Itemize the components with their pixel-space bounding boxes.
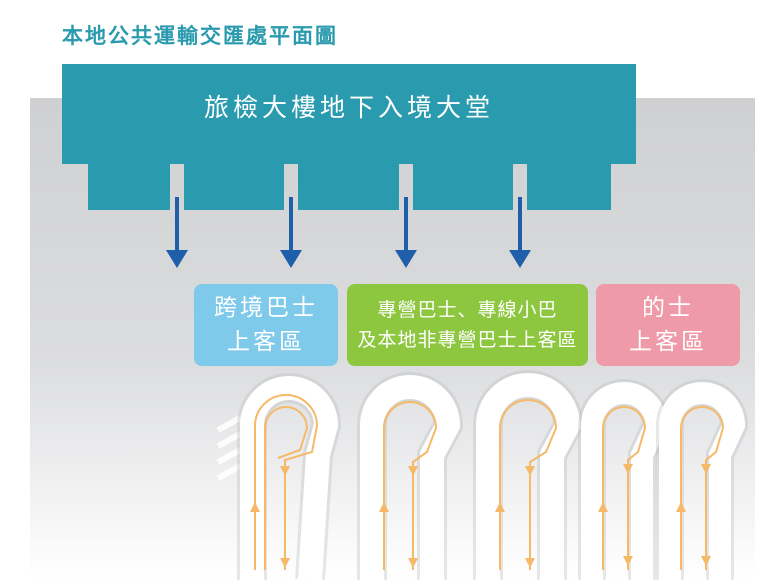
zone-label-line: 跨境巴士 (214, 295, 318, 321)
loop-road (237, 373, 342, 580)
loop-road (357, 372, 464, 580)
zone-label-line: 及本地非專營巴士上客區 (357, 329, 578, 351)
exit-arrow (166, 197, 188, 268)
loop-road (473, 370, 584, 580)
loop-roads (237, 370, 749, 580)
arrival-hall-block (62, 64, 636, 210)
zone-label-line: 上客區 (629, 329, 707, 355)
zone-label-line: 的士 (642, 295, 694, 321)
page-title: 本地公共運輸交匯處平面圖 (62, 24, 338, 48)
exit-arrow (280, 197, 302, 268)
zone-taxi: 的士 上客區 (596, 284, 740, 366)
arrival-hall-label: 旅檢大樓地下入境大堂 (203, 93, 494, 122)
zone-label-line: 專營巴士、專線小巴 (377, 299, 558, 321)
zone-franchised-bus: 專營巴士、專線小巴 及本地非專營巴士上客區 (347, 284, 588, 366)
exit-arrow (509, 197, 531, 268)
zone-label-line: 上客區 (227, 329, 305, 355)
zone-cross-boundary-bus: 跨境巴士 上客區 (194, 284, 338, 366)
exit-arrows (166, 197, 531, 268)
loop-road (578, 379, 671, 580)
exit-arrow (395, 197, 417, 268)
loop-road (656, 379, 749, 580)
parking-stripes (216, 415, 242, 481)
